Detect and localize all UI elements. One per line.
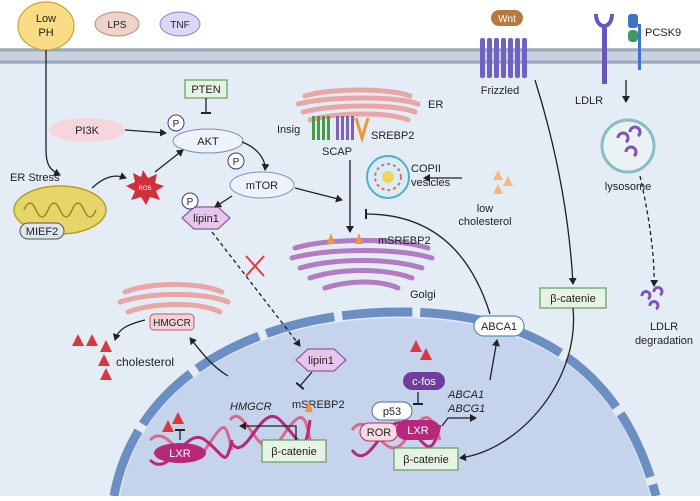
lipin1-phospho <box>181 192 199 210</box>
lysosome-label: lysosome <box>605 181 651 193</box>
mief2-label: MIEF2 <box>26 226 58 238</box>
lxr-left-node <box>154 443 206 463</box>
ror-label: ROR <box>367 427 392 439</box>
er-hmgcr-membrane <box>117 282 231 315</box>
frizzled-receptor <box>480 38 527 78</box>
copii-label-2: vesicles <box>411 177 451 189</box>
akt-phospho <box>167 114 185 132</box>
low-cholesterol-line1: low <box>477 203 494 215</box>
lipin1-nucleus-label: lipin1 <box>308 355 334 367</box>
tnf-stimulus <box>159 11 201 37</box>
lxr-right-label: LXR <box>407 425 428 437</box>
pi3k-label: PI3K <box>75 125 100 137</box>
mitochondrion <box>13 185 107 235</box>
endoplasmic-reticulum <box>295 87 421 123</box>
beta-catenie-cytoplasm-label: β-catenie <box>550 293 595 305</box>
er-stress-label: ER Stress <box>10 172 60 184</box>
lps-label: LPS <box>108 20 127 31</box>
hmgcr-enzyme <box>149 313 195 331</box>
mtor-phospho <box>227 152 245 170</box>
plasma-membrane <box>0 48 700 64</box>
akt-label: AKT <box>197 136 219 148</box>
p53-node <box>371 401 413 421</box>
beta-catenie-nucleus-left-label: β-catenie <box>271 446 316 458</box>
msrebp2-nucleus-marker <box>305 401 313 413</box>
abca1-gene-label: ABCA1 <box>447 389 484 401</box>
pcsk9-protein <box>628 14 641 70</box>
golgi-apparatus <box>289 238 435 291</box>
lxr-right-node <box>396 420 440 440</box>
low-ph-line1: Low <box>36 13 56 25</box>
msrebp2-golgi-marker <box>327 233 363 245</box>
low-cholesterol-line2: cholesterol <box>458 216 511 228</box>
cfos-node <box>403 372 445 390</box>
ros-burst <box>126 170 164 205</box>
hmgcr-gene-label: HMGCR <box>230 401 272 413</box>
lipin1-label: lipin1 <box>193 213 219 225</box>
ros-label: ROS <box>138 186 151 192</box>
inhibition-cross-icon <box>245 255 265 277</box>
mtor-label: mTOR <box>246 180 278 192</box>
lipin1-phospho-label: P <box>187 197 194 208</box>
mtor-phospho-label: P <box>233 157 240 168</box>
lps-stimulus <box>94 11 140 37</box>
cholesterol-icon <box>72 334 112 380</box>
lysosome <box>600 118 656 174</box>
p53-label: p53 <box>383 406 401 418</box>
er-label: ER <box>428 99 443 111</box>
beta-catenie-nucleus-right-label: β-catenie <box>403 454 448 466</box>
cholesterol-label: cholesterol <box>116 355 174 369</box>
akt-phospho-label: P <box>173 119 180 130</box>
abca1-transporter <box>473 315 525 337</box>
hmgcr-label: HMGCR <box>153 318 191 329</box>
ldlr-degradation-line2: degradation <box>635 335 693 347</box>
ldlr-fragments-icon <box>640 286 664 311</box>
beta-catenie-nucleus-right-box <box>393 447 459 471</box>
srebp2-label: SREBP2 <box>371 130 414 142</box>
copii-vesicle <box>366 155 410 199</box>
low-cholesterol-icon <box>493 170 513 194</box>
golgi-label: Golgi <box>410 289 436 301</box>
low-ph-line2: PH <box>38 27 53 39</box>
msrebp2-nucleus-label: mSREBP2 <box>292 399 345 411</box>
mtor-node <box>229 171 295 199</box>
abcg1-gene-label: ABCG1 <box>447 403 485 415</box>
lipin1-nucleus <box>295 348 347 372</box>
ldlr-degradation-line1: LDLR <box>650 321 678 333</box>
wnt-ligand <box>491 10 523 26</box>
cfos-label: c-fos <box>412 376 436 388</box>
msrebp2-label: mSREBP2 <box>378 235 431 247</box>
low-ph-stimulus <box>17 1 75 51</box>
ldlr-receptor <box>594 13 614 84</box>
tnf-label: TNF <box>170 20 189 31</box>
copii-label-1: COPII <box>411 163 441 175</box>
scap-label: SCAP <box>322 146 352 158</box>
pi3k-node <box>49 118 125 142</box>
mief2-badge <box>19 222 65 240</box>
frizzled-label: Frizzled <box>481 85 520 97</box>
akt-node <box>172 128 244 154</box>
beta-catenie-nucleus-left-box <box>261 439 327 463</box>
cholesterol-nucleus-icon <box>162 412 184 432</box>
lxr-left-label: LXR <box>169 448 190 460</box>
pten-label: PTEN <box>191 84 220 96</box>
ldlr-label: LDLR <box>575 95 603 107</box>
pathway-arrows <box>45 50 659 462</box>
pcsk9-label: PCSK9 <box>645 27 681 39</box>
cholesterol-nucleus-right-icon <box>410 340 432 360</box>
wnt-label: Wnt <box>498 14 516 25</box>
insig-scap-complex <box>312 116 370 144</box>
insig-label: Insig <box>277 124 300 136</box>
abca1-label: ABCA1 <box>481 321 517 333</box>
